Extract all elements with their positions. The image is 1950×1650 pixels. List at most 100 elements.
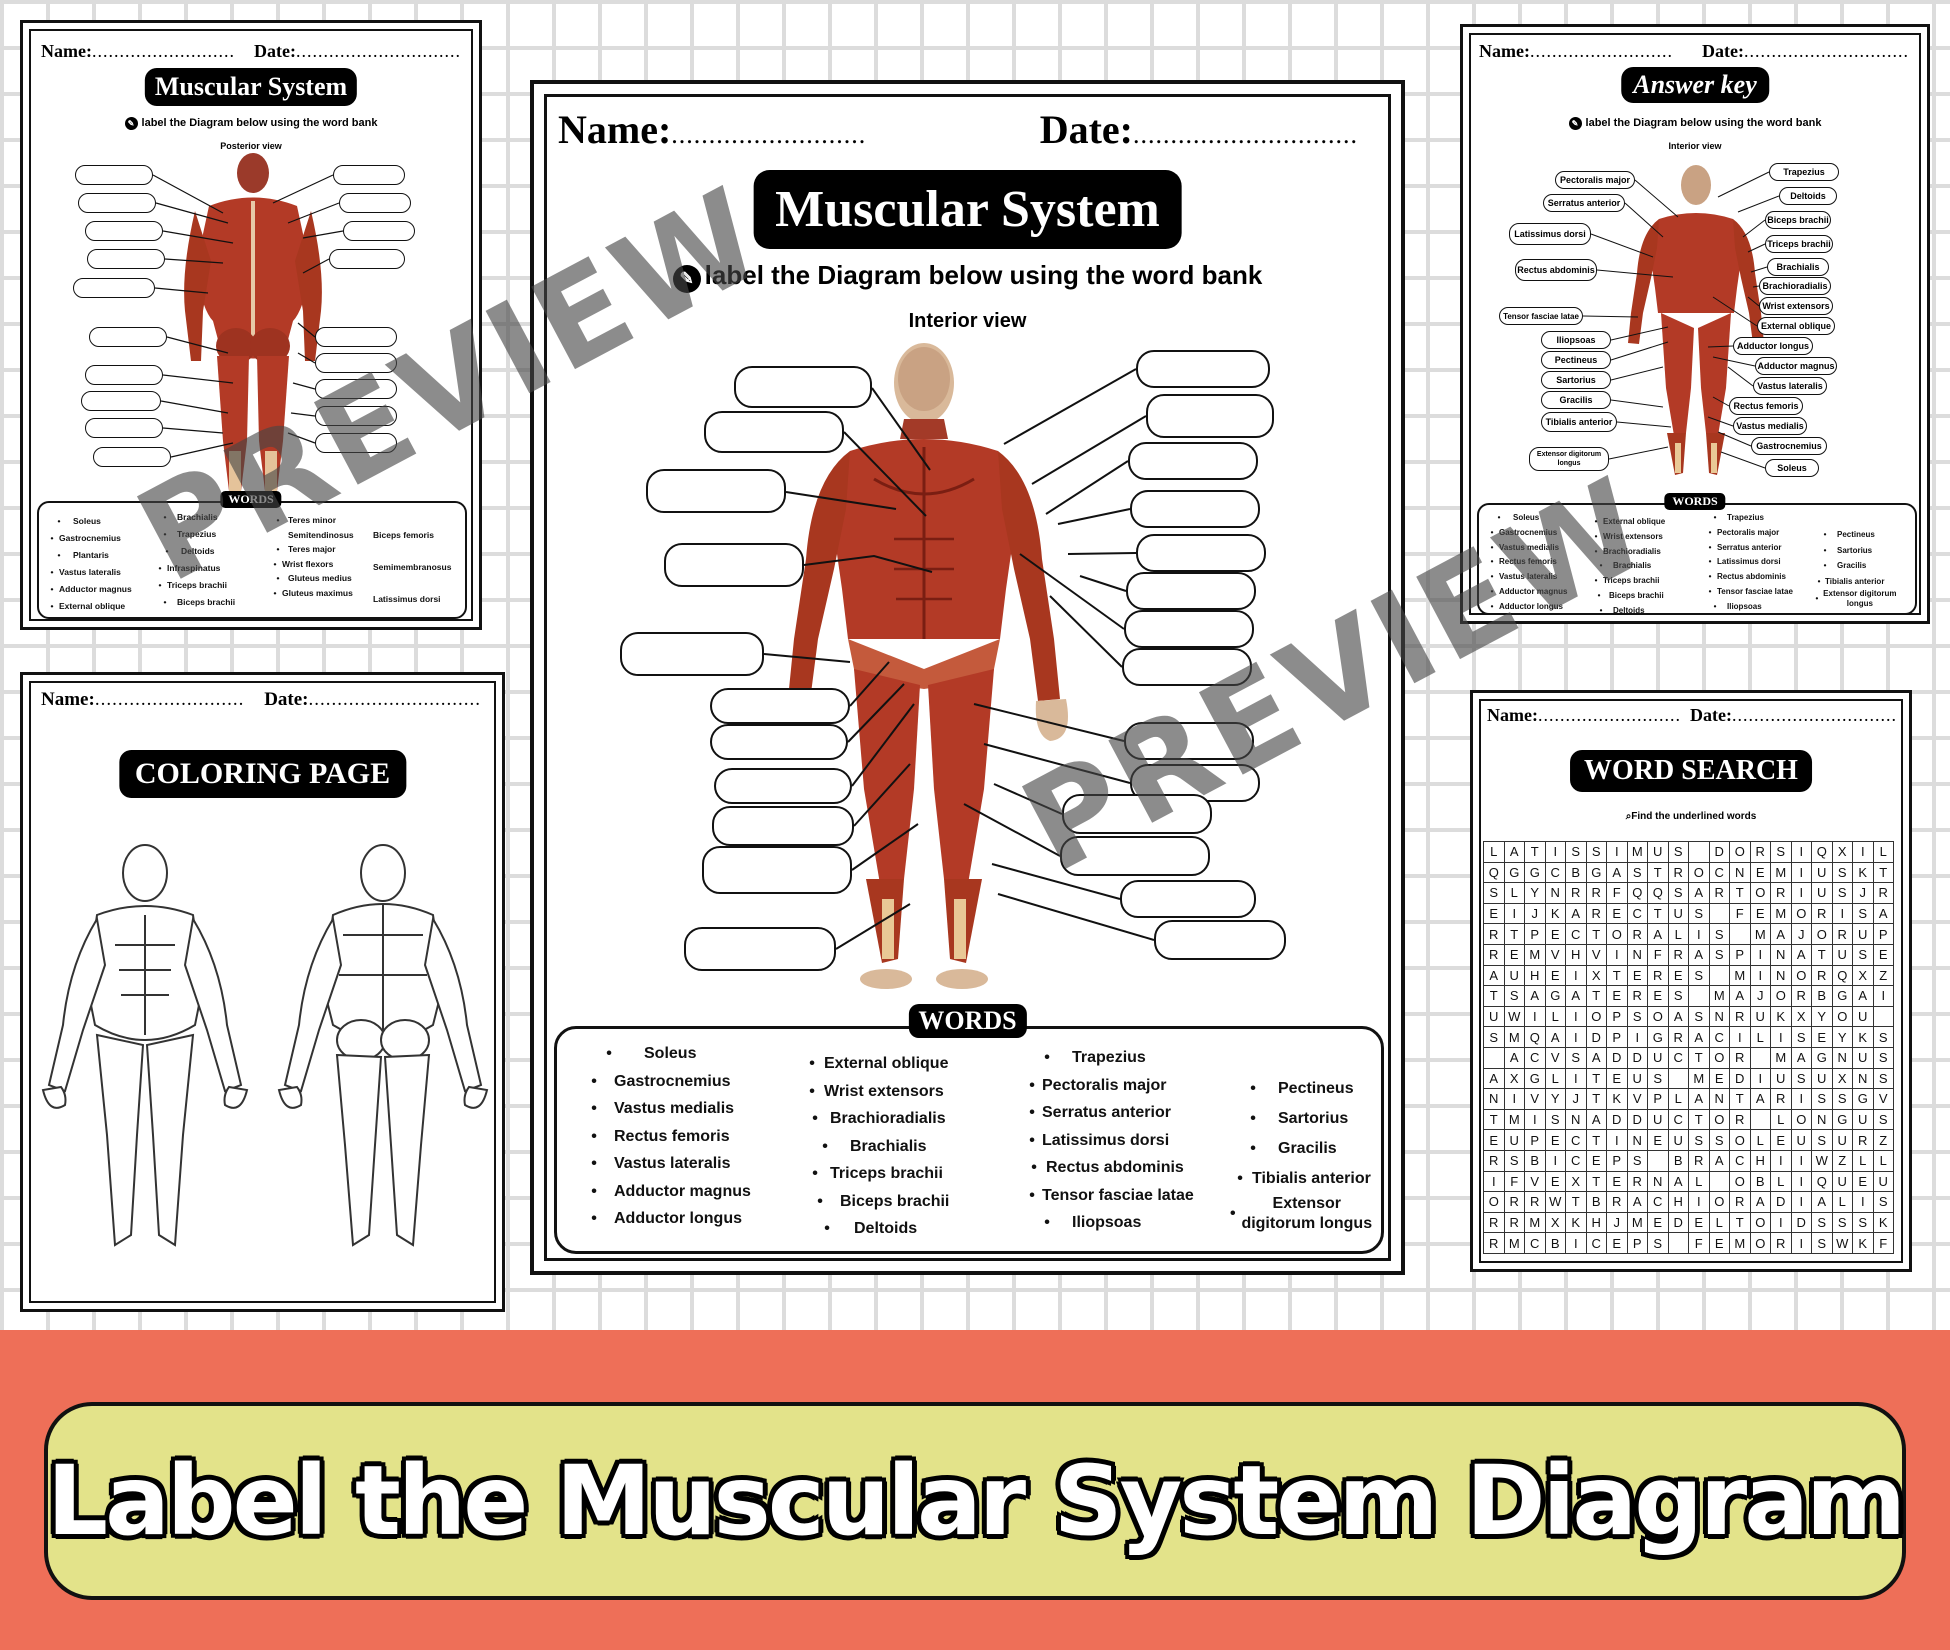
grid-cell[interactable]: K bbox=[1606, 1088, 1628, 1110]
grid-cell[interactable]: S bbox=[1872, 1026, 1894, 1048]
grid-cell[interactable]: P bbox=[1872, 923, 1894, 945]
grid-cell[interactable]: Q bbox=[1626, 882, 1648, 904]
grid-cell[interactable]: S bbox=[1565, 1046, 1587, 1069]
label-box[interactable] bbox=[664, 543, 804, 587]
grid-cell[interactable]: Z bbox=[1872, 964, 1894, 987]
grid-cell[interactable]: L bbox=[1831, 1191, 1853, 1213]
name-field[interactable]: Name:.......................... bbox=[558, 107, 867, 152]
grid-cell[interactable]: N bbox=[1831, 1046, 1853, 1069]
grid-cell[interactable]: I bbox=[1688, 923, 1710, 945]
grid-cell[interactable]: G bbox=[1852, 1088, 1874, 1110]
grid-cell[interactable]: R bbox=[1729, 1191, 1751, 1213]
grid-cell[interactable]: O bbox=[1708, 1108, 1730, 1131]
label-box[interactable] bbox=[329, 249, 405, 269]
grid-cell[interactable]: B bbox=[1565, 861, 1587, 884]
grid-cell[interactable]: U bbox=[1831, 1170, 1853, 1193]
grid-cell[interactable]: X bbox=[1852, 964, 1874, 987]
grid-cell[interactable]: I bbox=[1749, 1067, 1771, 1090]
grid-cell[interactable]: E bbox=[1585, 1149, 1607, 1172]
grid-cell[interactable]: O bbox=[1729, 1170, 1751, 1193]
grid-cell[interactable]: A bbox=[1688, 1026, 1710, 1048]
label-box[interactable] bbox=[87, 249, 165, 269]
grid-cell[interactable]: R bbox=[1708, 882, 1730, 904]
grid-cell[interactable]: I bbox=[1790, 861, 1812, 884]
grid-cell[interactable]: V bbox=[1626, 1088, 1648, 1110]
grid-cell[interactable]: V bbox=[1544, 1046, 1566, 1069]
grid-cell[interactable]: P bbox=[1606, 1149, 1628, 1172]
label-box[interactable] bbox=[75, 165, 153, 185]
grid-cell[interactable]: B bbox=[1585, 1191, 1607, 1213]
grid-cell[interactable]: S bbox=[1811, 1211, 1833, 1234]
grid-cell[interactable]: L bbox=[1852, 1149, 1874, 1172]
grid-cell[interactable]: L bbox=[1749, 1129, 1771, 1151]
grid-cell[interactable]: I bbox=[1749, 943, 1771, 966]
grid-cell[interactable]: S bbox=[1667, 841, 1689, 863]
grid-cell[interactable]: I bbox=[1565, 1232, 1587, 1254]
grid-cell[interactable]: A bbox=[1749, 1088, 1771, 1110]
grid-cell[interactable]: G bbox=[1585, 861, 1607, 884]
grid-cell[interactable]: S bbox=[1647, 1067, 1669, 1090]
grid-cell[interactable]: N bbox=[1544, 882, 1566, 904]
grid-cell[interactable]: P bbox=[1606, 1005, 1628, 1028]
grid-cell[interactable]: Z bbox=[1831, 1149, 1853, 1172]
label-box[interactable] bbox=[1124, 610, 1254, 648]
grid-cell[interactable]: X bbox=[1831, 841, 1853, 863]
grid-cell[interactable]: S bbox=[1872, 1046, 1894, 1069]
grid-cell[interactable]: R bbox=[1483, 1232, 1505, 1254]
grid-cell[interactable]: D bbox=[1770, 1191, 1792, 1213]
grid-cell[interactable] bbox=[1708, 964, 1730, 987]
label-box[interactable] bbox=[315, 406, 397, 426]
grid-cell[interactable]: S bbox=[1483, 1026, 1505, 1048]
grid-cell[interactable]: C bbox=[1626, 902, 1648, 925]
grid-cell[interactable]: R bbox=[1565, 882, 1587, 904]
label-box[interactable] bbox=[1130, 490, 1260, 528]
grid-cell[interactable]: T bbox=[1729, 882, 1751, 904]
grid-cell[interactable]: F bbox=[1647, 943, 1669, 966]
grid-cell[interactable]: P bbox=[1524, 923, 1546, 945]
grid-cell[interactable]: C bbox=[1667, 1108, 1689, 1131]
grid-cell[interactable]: E bbox=[1811, 1026, 1833, 1048]
label-box[interactable] bbox=[85, 418, 163, 438]
grid-cell[interactable]: H bbox=[1749, 1149, 1771, 1172]
grid-cell[interactable]: B bbox=[1811, 985, 1833, 1007]
grid-cell[interactable]: A bbox=[1749, 1191, 1771, 1213]
grid-cell[interactable]: A bbox=[1708, 1149, 1730, 1172]
grid-cell[interactable]: O bbox=[1790, 964, 1812, 987]
label-box[interactable] bbox=[1122, 648, 1252, 686]
grid-cell[interactable]: D bbox=[1729, 1067, 1751, 1090]
grid-cell[interactable]: E bbox=[1872, 943, 1894, 966]
grid-cell[interactable]: L bbox=[1872, 841, 1894, 863]
grid-cell[interactable]: E bbox=[1544, 1129, 1566, 1151]
grid-cell[interactable]: O bbox=[1729, 841, 1751, 863]
grid-cell[interactable]: I bbox=[1606, 943, 1628, 966]
grid-cell[interactable]: C bbox=[1565, 1129, 1587, 1151]
grid-cell[interactable]: S bbox=[1503, 1149, 1525, 1172]
label-box[interactable] bbox=[81, 391, 161, 411]
grid-cell[interactable]: A bbox=[1647, 923, 1669, 945]
grid-cell[interactable]: U bbox=[1811, 882, 1833, 904]
grid-cell[interactable]: S bbox=[1626, 1005, 1648, 1028]
grid-cell[interactable]: R bbox=[1483, 923, 1505, 945]
grid-cell[interactable]: D bbox=[1585, 1026, 1607, 1048]
grid-cell[interactable]: I bbox=[1503, 1088, 1525, 1110]
grid-cell[interactable]: S bbox=[1831, 861, 1853, 884]
grid-cell[interactable]: T bbox=[1729, 1088, 1751, 1110]
grid-cell[interactable]: U bbox=[1852, 1005, 1874, 1028]
grid-cell[interactable]: S bbox=[1688, 902, 1710, 925]
grid-cell[interactable]: O bbox=[1688, 861, 1710, 884]
label-box[interactable] bbox=[704, 411, 844, 453]
grid-cell[interactable]: R bbox=[1729, 1005, 1751, 1028]
grid-cell[interactable]: Y bbox=[1811, 1005, 1833, 1028]
grid-cell[interactable]: G bbox=[1811, 1046, 1833, 1069]
label-box[interactable] bbox=[1062, 794, 1212, 834]
grid-cell[interactable]: A bbox=[1606, 861, 1628, 884]
grid-cell[interactable]: R bbox=[1831, 923, 1853, 945]
grid-cell[interactable]: T bbox=[1585, 1088, 1607, 1110]
grid-cell[interactable]: S bbox=[1667, 882, 1689, 904]
grid-cell[interactable]: A bbox=[1503, 841, 1525, 863]
label-box[interactable] bbox=[315, 327, 397, 347]
grid-cell[interactable]: R bbox=[1872, 882, 1894, 904]
grid-cell[interactable]: G bbox=[1831, 1108, 1853, 1131]
grid-cell[interactable]: L bbox=[1483, 841, 1505, 863]
grid-cell[interactable]: M bbox=[1749, 923, 1771, 945]
